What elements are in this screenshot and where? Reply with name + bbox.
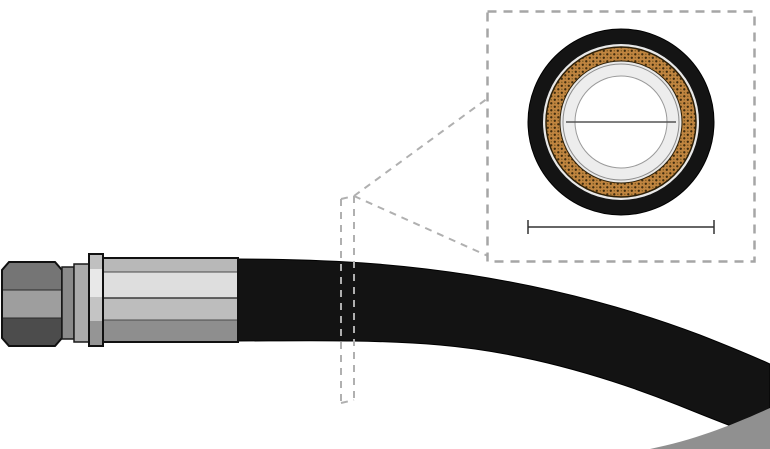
hose-body [235,258,770,441]
cut-plane-bottom-edge [340,399,355,404]
ferrule-flange [88,253,104,347]
ferrule-band [103,258,238,272]
collar-ring-right [73,263,90,343]
projection-line-upper [353,97,489,197]
hose-cross-section [527,28,715,216]
ferrule-band [103,272,238,298]
hex-nut-outline [1,261,63,347]
flange-band [89,269,103,297]
cut-plane-top-edge [340,195,355,200]
hex-nut-facet-bottom [2,318,62,346]
ferrule-band [103,298,238,320]
ferrule-band [103,320,238,342]
ferrule-outline [102,257,239,343]
flange-band [89,321,103,346]
flange-band [89,297,103,321]
hex-nut-facet-top [2,262,62,290]
ferrule-body [102,257,239,343]
cut-plane [340,97,489,404]
hose-end-wedge [650,408,770,449]
collar-ring-left [61,266,75,340]
projection-line-lower [353,195,489,257]
crimped-ferrule [88,253,239,347]
flange-band [89,254,103,269]
hex-nut-facet-middle [2,290,62,318]
hex-nut [1,261,63,347]
outer-diameter-dimension [527,220,715,234]
collar [61,263,90,343]
